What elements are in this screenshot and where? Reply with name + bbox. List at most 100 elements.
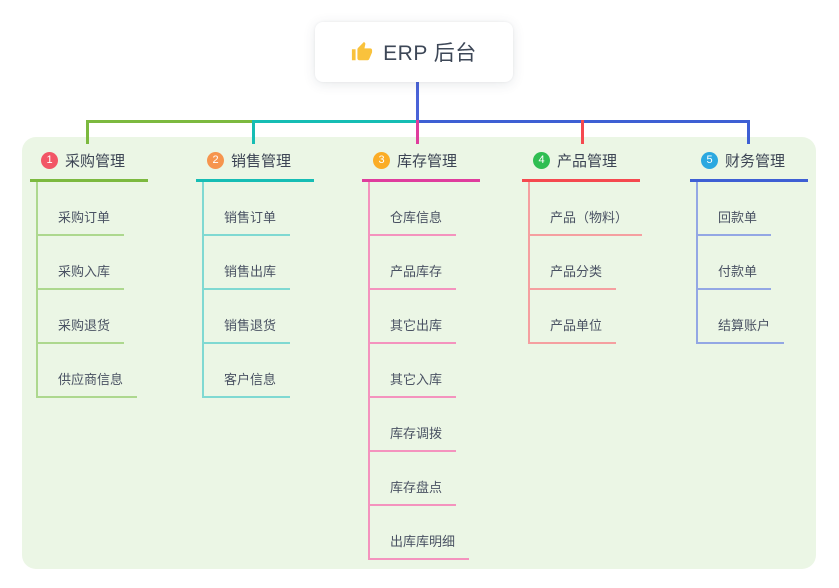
connector-branch-drop	[416, 120, 419, 144]
child-row: 供应商信息	[38, 344, 148, 398]
branch-label: 销售管理	[231, 153, 292, 170]
branch-label: 产品管理	[557, 153, 618, 170]
child-row: 库存盘点	[370, 452, 480, 506]
connector-bus-segment	[255, 120, 417, 123]
branches-panel	[22, 137, 816, 569]
child-row: 销售退货	[204, 290, 314, 344]
branch-children: 仓库信息 产品库存 其它出库 其它入库 库存调拨 库存盘点 出库库明细	[368, 182, 480, 560]
branch-children: 销售订单 销售出库 销售退货 客户信息	[202, 182, 314, 398]
branch-children: 采购订单 采购入库 采购退货 供应商信息	[36, 182, 148, 398]
child-row: 采购订单	[38, 182, 148, 236]
child-node-label: 销售出库	[224, 264, 277, 279]
child-row: 产品分类	[530, 236, 640, 290]
child-row: 采购退货	[38, 290, 148, 344]
child-row: 仓库信息	[370, 182, 480, 236]
child-node-label: 库存调拨	[390, 426, 443, 441]
child-node[interactable]: 产品单位	[530, 315, 617, 344]
child-row: 销售订单	[204, 182, 314, 236]
connector-root-drop	[416, 82, 419, 123]
child-node[interactable]: 销售退货	[204, 315, 291, 344]
child-node-label: 仓库信息	[390, 210, 443, 225]
child-row: 产品单位	[530, 290, 640, 344]
child-row: 销售出库	[204, 236, 314, 290]
child-row: 其它出库	[370, 290, 480, 344]
child-row: 库存调拨	[370, 398, 480, 452]
child-node-label: 出库库明细	[390, 534, 456, 549]
branch-number-badge: 4	[533, 152, 550, 169]
root-node[interactable]: ERP 后台	[315, 22, 513, 82]
branch-column: 1 采购管理 采购订单 采购入库 采购退货 供应商信息	[30, 146, 148, 398]
child-node[interactable]: 产品分类	[530, 261, 617, 290]
branch-node[interactable]: 3 库存管理	[362, 146, 480, 182]
child-node-label: 产品分类	[550, 264, 603, 279]
child-row: 出库库明细	[370, 506, 480, 560]
child-node[interactable]: 库存调拨	[370, 423, 457, 452]
child-node[interactable]: 销售出库	[204, 261, 291, 290]
connector-branch-drop	[581, 120, 584, 144]
child-node-label: 结算账户	[718, 318, 771, 333]
child-row: 客户信息	[204, 344, 314, 398]
connector-branch-drop	[252, 120, 255, 144]
child-node-label: 产品（物料）	[550, 210, 629, 225]
branch-node[interactable]: 2 销售管理	[196, 146, 314, 182]
child-node-label: 销售订单	[224, 210, 277, 225]
child-row: 结算账户	[698, 290, 808, 344]
connector-bus-segment	[87, 120, 255, 123]
child-node-label: 客户信息	[224, 372, 277, 387]
root-node-label: ERP 后台	[383, 42, 477, 65]
child-node-label: 供应商信息	[58, 372, 124, 387]
child-node-label: 其它入库	[390, 372, 443, 387]
child-node-label: 付款单	[718, 264, 758, 279]
child-node[interactable]: 出库库明细	[370, 531, 470, 560]
child-node[interactable]: 付款单	[698, 261, 772, 290]
child-node[interactable]: 产品库存	[370, 261, 457, 290]
child-node-label: 产品单位	[550, 318, 603, 333]
child-row: 其它入库	[370, 344, 480, 398]
child-node[interactable]: 仓库信息	[370, 207, 457, 236]
child-row: 采购入库	[38, 236, 148, 290]
branch-number-badge: 1	[41, 152, 58, 169]
child-node[interactable]: 供应商信息	[38, 369, 138, 398]
child-node[interactable]: 采购入库	[38, 261, 125, 290]
branch-column: 2 销售管理 销售订单 销售出库 销售退货 客户信息	[196, 146, 314, 398]
child-node[interactable]: 结算账户	[698, 315, 785, 344]
child-node[interactable]: 采购退货	[38, 315, 125, 344]
branch-node[interactable]: 4 产品管理	[522, 146, 640, 182]
child-node-label: 采购退货	[58, 318, 111, 333]
child-node[interactable]: 客户信息	[204, 369, 291, 398]
child-node-label: 库存盘点	[390, 480, 443, 495]
child-node[interactable]: 采购订单	[38, 207, 125, 236]
child-node[interactable]: 其它出库	[370, 315, 457, 344]
child-node-label: 采购入库	[58, 264, 111, 279]
branch-label: 财务管理	[725, 153, 786, 170]
branch-children: 产品（物料） 产品分类 产品单位	[528, 182, 643, 344]
branch-children: 回款单 付款单 结算账户	[696, 182, 808, 344]
child-node[interactable]: 库存盘点	[370, 477, 457, 506]
child-row: 付款单	[698, 236, 808, 290]
branch-node[interactable]: 1 采购管理	[30, 146, 148, 182]
branch-number-badge: 3	[373, 152, 390, 169]
child-row: 产品（物料）	[530, 182, 643, 236]
child-node-label: 回款单	[718, 210, 758, 225]
branch-column: 3 库存管理 仓库信息 产品库存 其它出库 其它入库 库存调拨	[362, 146, 480, 560]
child-node-label: 销售退货	[224, 318, 277, 333]
connector-branch-drop	[747, 120, 750, 144]
child-node[interactable]: 销售订单	[204, 207, 291, 236]
connector-branch-drop	[86, 120, 89, 144]
child-node[interactable]: 回款单	[698, 207, 772, 236]
child-node[interactable]: 产品（物料）	[530, 207, 643, 236]
branch-column: 5 财务管理 回款单 付款单 结算账户	[690, 146, 808, 344]
child-node[interactable]: 其它入库	[370, 369, 457, 398]
branch-node[interactable]: 5 财务管理	[690, 146, 808, 182]
child-row: 产品库存	[370, 236, 480, 290]
branch-label: 库存管理	[397, 153, 458, 170]
branch-label: 采购管理	[65, 153, 126, 170]
child-node-label: 产品库存	[390, 264, 443, 279]
child-row: 回款单	[698, 182, 808, 236]
branch-column: 4 产品管理 产品（物料） 产品分类 产品单位	[522, 146, 643, 344]
branch-number-badge: 2	[207, 152, 224, 169]
thumbs-up-icon	[351, 41, 373, 63]
child-node-label: 采购订单	[58, 210, 111, 225]
branch-number-badge: 5	[701, 152, 718, 169]
